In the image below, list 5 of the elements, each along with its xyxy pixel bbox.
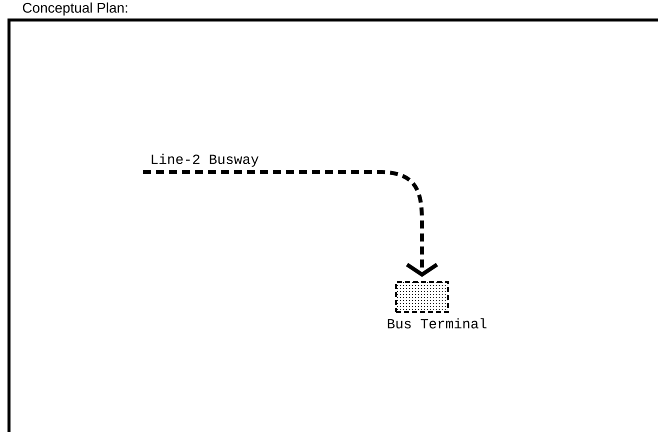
terminal-box <box>395 281 449 313</box>
dashed-arrow <box>143 170 438 277</box>
title: Conceptual Plan: <box>22 2 128 16</box>
route-label: Line-2 Busway <box>152 154 259 167</box>
terminal-label: Bus Terminal <box>388 318 486 328</box>
